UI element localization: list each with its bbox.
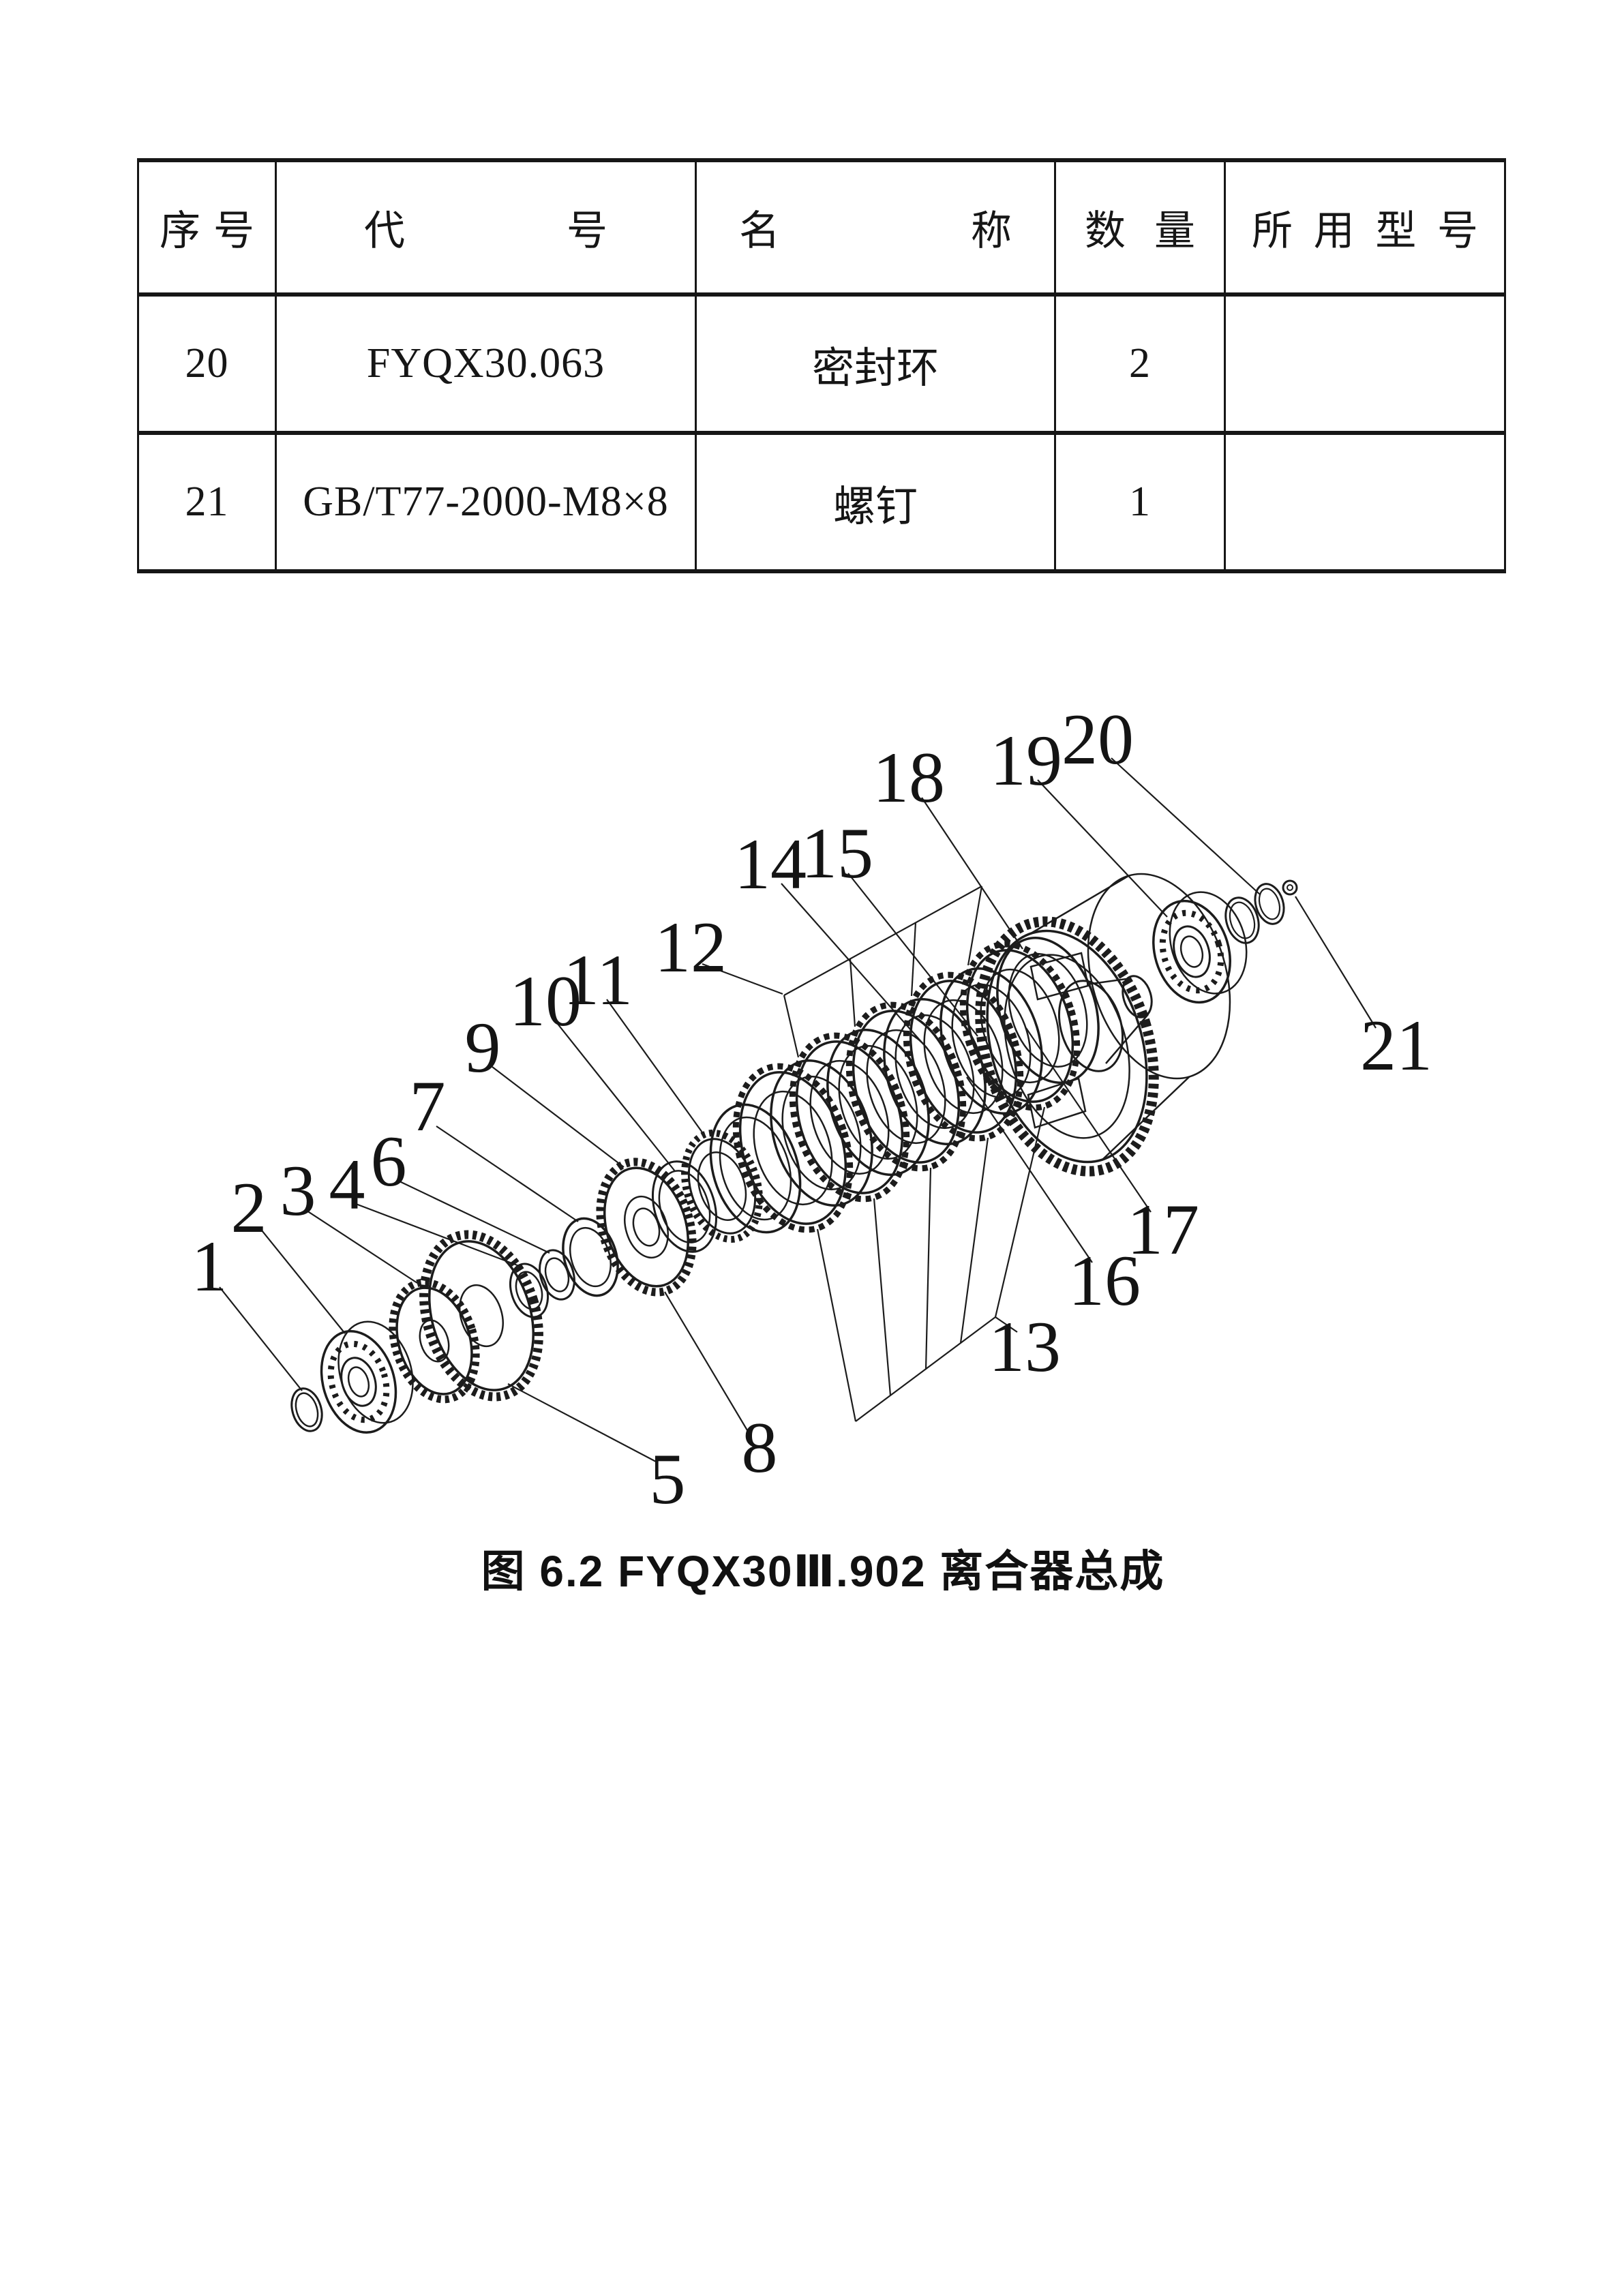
col-header-seq-label: 序 号 [160, 209, 254, 254]
cell-seq: 20 [137, 292, 277, 435]
callout-20: 20 [1062, 699, 1134, 779]
callout-21: 21 [1360, 1006, 1432, 1085]
callout-5: 5 [650, 1439, 686, 1519]
col-header-seq: 序 号 [137, 158, 277, 297]
cell-qty: 1 [1054, 431, 1226, 573]
cell-seq: 21 [137, 431, 277, 573]
callout-7: 7 [410, 1066, 446, 1146]
col-header-qty: 数 量 [1054, 158, 1226, 297]
callout-1: 1 [192, 1226, 228, 1306]
figure-caption: 图 6.2 FYQX30Ⅲ.902 离合器总成 [481, 1547, 1165, 1596]
col-header-name-label: 名 称 [739, 209, 1012, 254]
synchro-hub-assembly-part [596, 1103, 802, 1297]
leader-lines [219, 757, 1377, 1462]
callout-13: 13 [989, 1307, 1061, 1387]
parts-table: 序 号 代 号 名 称 数 量 所 用 型 号 20 FYQX30.063 密封… [137, 158, 1506, 573]
col-header-model-label: 所 用 型 号 [1252, 209, 1478, 254]
callout-6: 6 [371, 1121, 407, 1201]
cell-name: 螺钉 [695, 431, 1056, 573]
table-header-row: 序 号 代 号 名 称 数 量 所 用 型 号 [137, 158, 1506, 297]
col-header-qty-label: 数 量 [1085, 209, 1195, 254]
callout-2: 2 [231, 1168, 267, 1248]
callout-8: 8 [742, 1408, 778, 1487]
callout-10: 10 [509, 961, 582, 1041]
col-header-model: 所 用 型 号 [1224, 158, 1506, 297]
seal-rings-part [1224, 883, 1285, 944]
cell-name: 密封环 [695, 292, 1056, 435]
o-ring-part [290, 1387, 323, 1432]
col-header-code: 代 号 [275, 158, 697, 297]
col-header-code-label: 代 号 [364, 209, 607, 254]
callout-12: 12 [655, 907, 727, 987]
table-row-21: 21 GB/T77-2000-M8×8 螺钉 1 [137, 431, 1506, 573]
cell-qty: 2 [1054, 292, 1226, 435]
callout-15: 15 [801, 813, 873, 893]
callout-3: 3 [280, 1151, 316, 1230]
callout-11: 11 [563, 940, 633, 1020]
spacer-rings-part [509, 1217, 619, 1318]
callout-18: 18 [873, 738, 945, 817]
cell-model [1224, 292, 1506, 435]
callout-9: 9 [465, 1008, 501, 1087]
callout-14: 14 [734, 824, 807, 904]
callout-17: 17 [1127, 1190, 1199, 1269]
table-row-20: 20 FYQX30.063 密封环 2 [137, 292, 1506, 435]
callout-labels: 1 2 3 4 5 6 7 8 9 10 11 12 13 14 15 16 1… [192, 699, 1433, 1519]
callout-19: 19 [990, 721, 1062, 800]
callout-16: 16 [1068, 1241, 1141, 1320]
cell-code: FYQX30.063 [275, 292, 697, 435]
cell-model [1224, 431, 1506, 573]
callout-4: 4 [329, 1145, 365, 1224]
col-header-name: 名 称 [695, 158, 1056, 297]
cell-code: GB/T77-2000-M8×8 [275, 431, 697, 573]
gear-cluster-part [389, 1230, 543, 1404]
set-screw-part [1282, 879, 1298, 896]
clutch-disc-pack-part [732, 937, 1100, 1233]
clutch-drum-part [975, 873, 1231, 1177]
